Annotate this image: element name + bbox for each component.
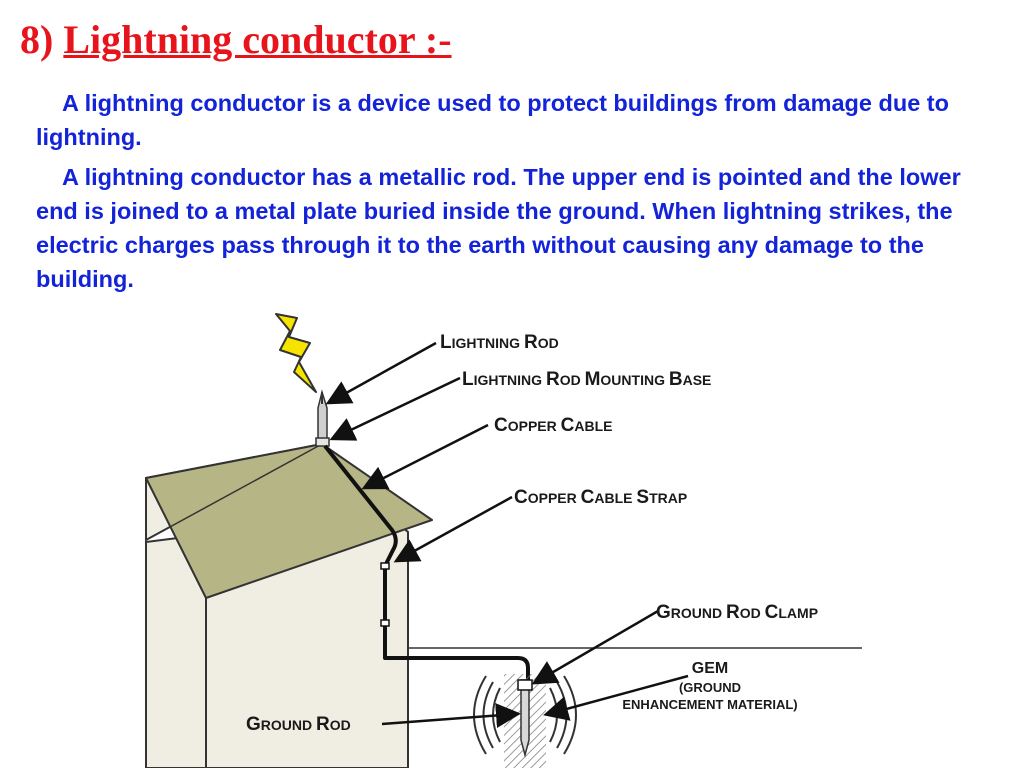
paragraph-description: A lightning conductor has a metallic rod… bbox=[36, 164, 961, 292]
cable-strap bbox=[380, 619, 390, 627]
label-lightning-rod: LIGHTNING ROD bbox=[440, 332, 559, 353]
label-gem: GEM bbox=[692, 660, 728, 677]
label-ground-rod-clamp: GROUND ROD CLAMP bbox=[656, 602, 818, 623]
lightning-bolt-icon bbox=[275, 313, 317, 393]
lightning-rod bbox=[315, 389, 330, 447]
slide-number: 8) bbox=[20, 17, 54, 62]
label-gem-line3: ENHANCEMENT MATERIAL) bbox=[622, 697, 797, 712]
cable-strap bbox=[380, 562, 390, 570]
ground-rod-clamp bbox=[517, 679, 533, 691]
ground-rod-assembly bbox=[473, 674, 577, 768]
label-copper-cable: COPPER CABLE bbox=[494, 415, 613, 436]
label-cable-strap: COPPER CABLE STRAP bbox=[514, 487, 687, 508]
leader-arrows bbox=[325, 341, 689, 728]
paragraph-definition: A lightning conductor is a device used t… bbox=[36, 90, 949, 150]
label-ground-rod: GROUND ROD bbox=[246, 714, 351, 735]
ground-rod bbox=[520, 679, 530, 758]
house-roof bbox=[145, 443, 433, 599]
rod-mounting-base bbox=[315, 437, 330, 447]
label-mounting-base: LIGHTNING ROD MOUNTING BASE bbox=[462, 369, 711, 390]
slide-title-text: Lightning conductor :- bbox=[63, 17, 452, 62]
label-gem-line2: (GROUND bbox=[679, 680, 741, 695]
copper-cable bbox=[323, 444, 530, 684]
slide-title: 8) Lightning conductor :- bbox=[20, 12, 452, 68]
